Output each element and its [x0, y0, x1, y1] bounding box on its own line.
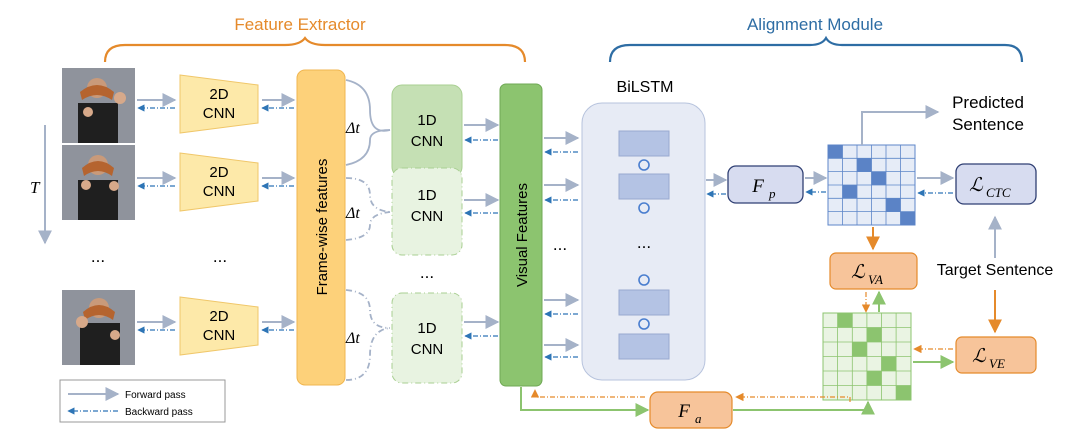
cnn2d-label-1a: 2D: [209, 86, 228, 103]
visual-bilstm-arrows: [544, 131, 580, 361]
ctc-loss-base: ℒ: [969, 175, 984, 196]
visual-ellipsis: ...: [553, 235, 567, 254]
feature-extractor-brace: [103, 36, 527, 63]
ve-loss-sub: VE: [989, 356, 1005, 371]
cnn1d-label-1a: 1D: [417, 112, 436, 129]
frame-wise-features-bar: Frame-wise features: [296, 69, 346, 386]
cnn2d-label-1b: CNN: [203, 105, 236, 122]
fa-projection-box: F a: [649, 391, 733, 429]
frame-wise-features-label: Frame-wise features: [314, 159, 331, 296]
va-loss-box: ℒ VA: [829, 252, 918, 290]
cnn1d-block-2: 1D CNN: [391, 167, 463, 256]
grid-fa-back-arrow: [735, 392, 851, 402]
cnn1d-label-3a: 1D: [417, 320, 436, 337]
bilstm-ellipsis: ...: [637, 233, 651, 252]
time-axis-label: T: [30, 178, 41, 197]
target-sentence-label: Target Sentence: [937, 262, 1054, 279]
video-frame-3: [62, 290, 135, 365]
cnn2d-label-2b: CNN: [203, 183, 236, 200]
va-loss-base: ℒ: [851, 262, 866, 283]
cnn2d-label-3a: 2D: [209, 308, 228, 325]
legend-backward-label: Backward pass: [125, 407, 193, 418]
predicted-sentence-arrow: [861, 105, 940, 145]
delta-t-connectors: [345, 79, 391, 381]
cnn2d-block-3: 2D CNN: [179, 296, 259, 356]
bilstm-label: BiLSTM: [617, 79, 674, 96]
fa-grid-arrow: [733, 400, 875, 415]
ve-loss-box: ℒ VE: [955, 336, 1037, 374]
cnn2d-ellipsis: ...: [213, 247, 227, 266]
alignment-grid: [822, 312, 912, 401]
delta-t-label-3: Δt: [345, 330, 360, 347]
fa-label-base: F: [677, 401, 690, 422]
video-frame-1: [62, 68, 135, 143]
ctc-loss-sub: CTC: [986, 185, 1011, 200]
cnn1d-block-3: 1D CNN: [391, 292, 463, 384]
legend-forward-label: Forward pass: [125, 390, 186, 401]
cnn1d-visual-arrows: [464, 118, 500, 340]
cnn2d-label-3b: CNN: [203, 327, 236, 344]
fp-label-base: F: [751, 176, 764, 197]
cnn1d-label-3b: CNN: [411, 341, 444, 358]
cnn1d-ellipsis: ...: [420, 263, 434, 282]
visual-features-label: Visual Features: [514, 183, 531, 287]
cnn2d-framewise-arrows: [261, 93, 296, 334]
alignment-module-title: Alignment Module: [747, 15, 883, 34]
cnn1d-block-1: 1D CNN: [391, 84, 463, 178]
legend: Forward pass Backward pass: [59, 379, 226, 423]
fa-label-sub: a: [695, 411, 702, 426]
video-frame-2: [62, 145, 135, 220]
predicted-sentence-line2: Sentence: [952, 115, 1024, 134]
cnn2d-block-2: 2D CNN: [179, 152, 259, 212]
fa-visual-back-arrow: [530, 389, 645, 398]
frame-cnn2d-arrows: [137, 93, 177, 334]
cnn1d-label-1b: CNN: [411, 133, 444, 150]
ve-loss-base: ℒ: [972, 346, 987, 367]
ctc-loss-box: ℒ CTC: [955, 163, 1037, 205]
cnn1d-label-2a: 1D: [417, 187, 436, 204]
cnn1d-label-2b: CNN: [411, 208, 444, 225]
frames-ellipsis: ...: [91, 247, 105, 266]
predicted-sentence-line1: Predicted: [952, 93, 1024, 112]
prediction-grid: [827, 144, 916, 226]
visual-features-bar: Visual Features: [499, 83, 543, 387]
va-loss-sub: VA: [868, 272, 883, 287]
cnn2d-block-1: 2D CNN: [179, 74, 259, 134]
alignment-module-brace: [608, 35, 1024, 63]
delta-t-label-2: Δt: [345, 205, 360, 222]
delta-t-label-1: Δt: [345, 120, 360, 137]
fp-projection-box: F p: [727, 165, 804, 204]
cnn2d-label-2a: 2D: [209, 164, 228, 181]
bilstm-block: [581, 102, 706, 381]
visual-fa-arrow: [520, 387, 650, 417]
fp-label-sub: p: [768, 186, 776, 201]
feature-extractor-title: Feature Extractor: [234, 15, 366, 34]
